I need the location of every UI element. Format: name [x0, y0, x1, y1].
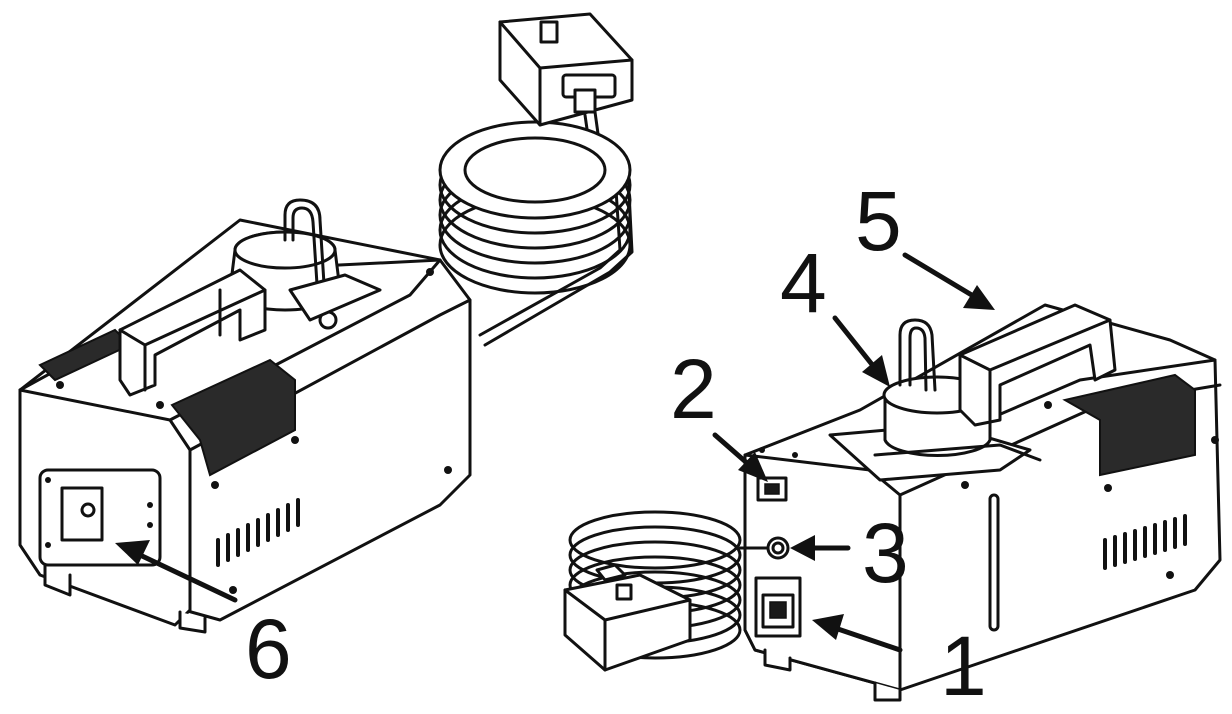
left-carry-handle: [118, 268, 267, 397]
power-inlet: [754, 576, 802, 638]
left-side-vents: [216, 498, 300, 567]
left-fog-machine: [18, 12, 634, 634]
right-remote-control: [563, 563, 692, 672]
right-side-mesh: [1062, 373, 1196, 477]
callout-5: 5: [855, 174, 902, 268]
callout-2: 2: [670, 342, 717, 436]
callout-labels: 1 2 3 4 5 6: [245, 174, 987, 713]
right-remote-switch: [615, 583, 633, 601]
callout-3: 3: [862, 506, 909, 600]
callout-6: 6: [245, 602, 292, 696]
right-fluid-window: [988, 493, 1000, 632]
callout-1: 1: [940, 619, 987, 713]
right-carry-handle: [958, 303, 1117, 427]
right-side-vents: [1103, 514, 1187, 570]
right-fog-machine: [563, 303, 1222, 702]
left-side-mesh: [170, 358, 296, 477]
callout-4: 4: [780, 236, 827, 330]
left-remote-control: [498, 12, 634, 127]
left-remote-switch: [539, 20, 559, 44]
callout-arrows: [115, 252, 995, 653]
left-coiled-cable: [438, 120, 632, 295]
remote-connector: [766, 536, 790, 560]
